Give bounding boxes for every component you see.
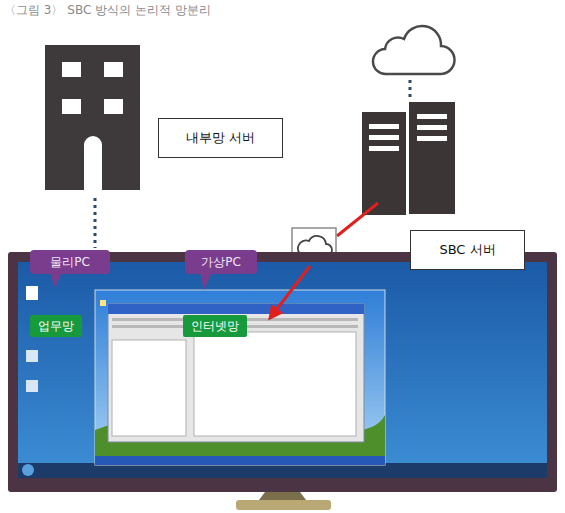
app-document	[194, 332, 356, 436]
drive-slot	[417, 114, 447, 119]
red-arrow	[270, 266, 310, 318]
drive-slot	[417, 136, 447, 141]
desktop-icon	[100, 300, 106, 306]
server-icon	[362, 102, 455, 215]
app-panel	[112, 340, 186, 436]
app-titlebar	[108, 304, 364, 314]
tag-pointer	[200, 272, 212, 290]
building-body	[45, 45, 140, 190]
drive-slot	[369, 146, 399, 151]
server-tower	[362, 112, 406, 215]
pc-tag: 물리PC	[30, 250, 110, 274]
server-label: 내부망 서버	[158, 118, 283, 158]
monitor-frame	[8, 252, 557, 492]
building-window	[62, 99, 81, 114]
desktop-icon	[26, 380, 38, 392]
virtual-desktop	[95, 290, 385, 465]
network-label: 인터넷망	[183, 315, 247, 337]
drive-slot	[369, 124, 399, 129]
virtual-taskbar	[95, 456, 385, 465]
figure-title: 〈그림 3〉 SBC 방식의 논리적 망분리	[4, 2, 211, 19]
dotted-link	[409, 80, 412, 100]
drive-slot	[417, 125, 447, 130]
node-text: 인터넷망	[191, 318, 239, 335]
node-text: 물리PC	[50, 254, 90, 271]
start-button	[22, 464, 34, 476]
building-window	[62, 62, 81, 77]
node-text: 내부망 서버	[186, 129, 255, 147]
tag-pointer	[50, 272, 62, 288]
desktop-icon	[26, 350, 38, 362]
monitor-neck	[259, 492, 306, 500]
building-icon	[45, 45, 140, 190]
red-link	[337, 203, 378, 236]
node-text: 업무망	[38, 318, 74, 335]
building-window	[104, 99, 123, 114]
dotted-link	[94, 198, 97, 248]
server-tower	[409, 102, 455, 214]
drive-slot	[369, 135, 399, 140]
node-text: 가상PC	[201, 254, 241, 271]
node-text: SBC 서버	[439, 241, 495, 259]
server-label: SBC 서버	[410, 230, 525, 270]
cloud-icon	[373, 26, 455, 74]
app-window	[108, 304, 364, 442]
pc-tag: 가상PC	[185, 250, 257, 274]
monitor-base	[236, 500, 331, 510]
desktop-icon	[26, 286, 38, 300]
network-label: 업무망	[30, 315, 82, 337]
building-window	[104, 62, 123, 77]
building-door	[84, 136, 102, 190]
monitor-screen	[18, 262, 547, 478]
